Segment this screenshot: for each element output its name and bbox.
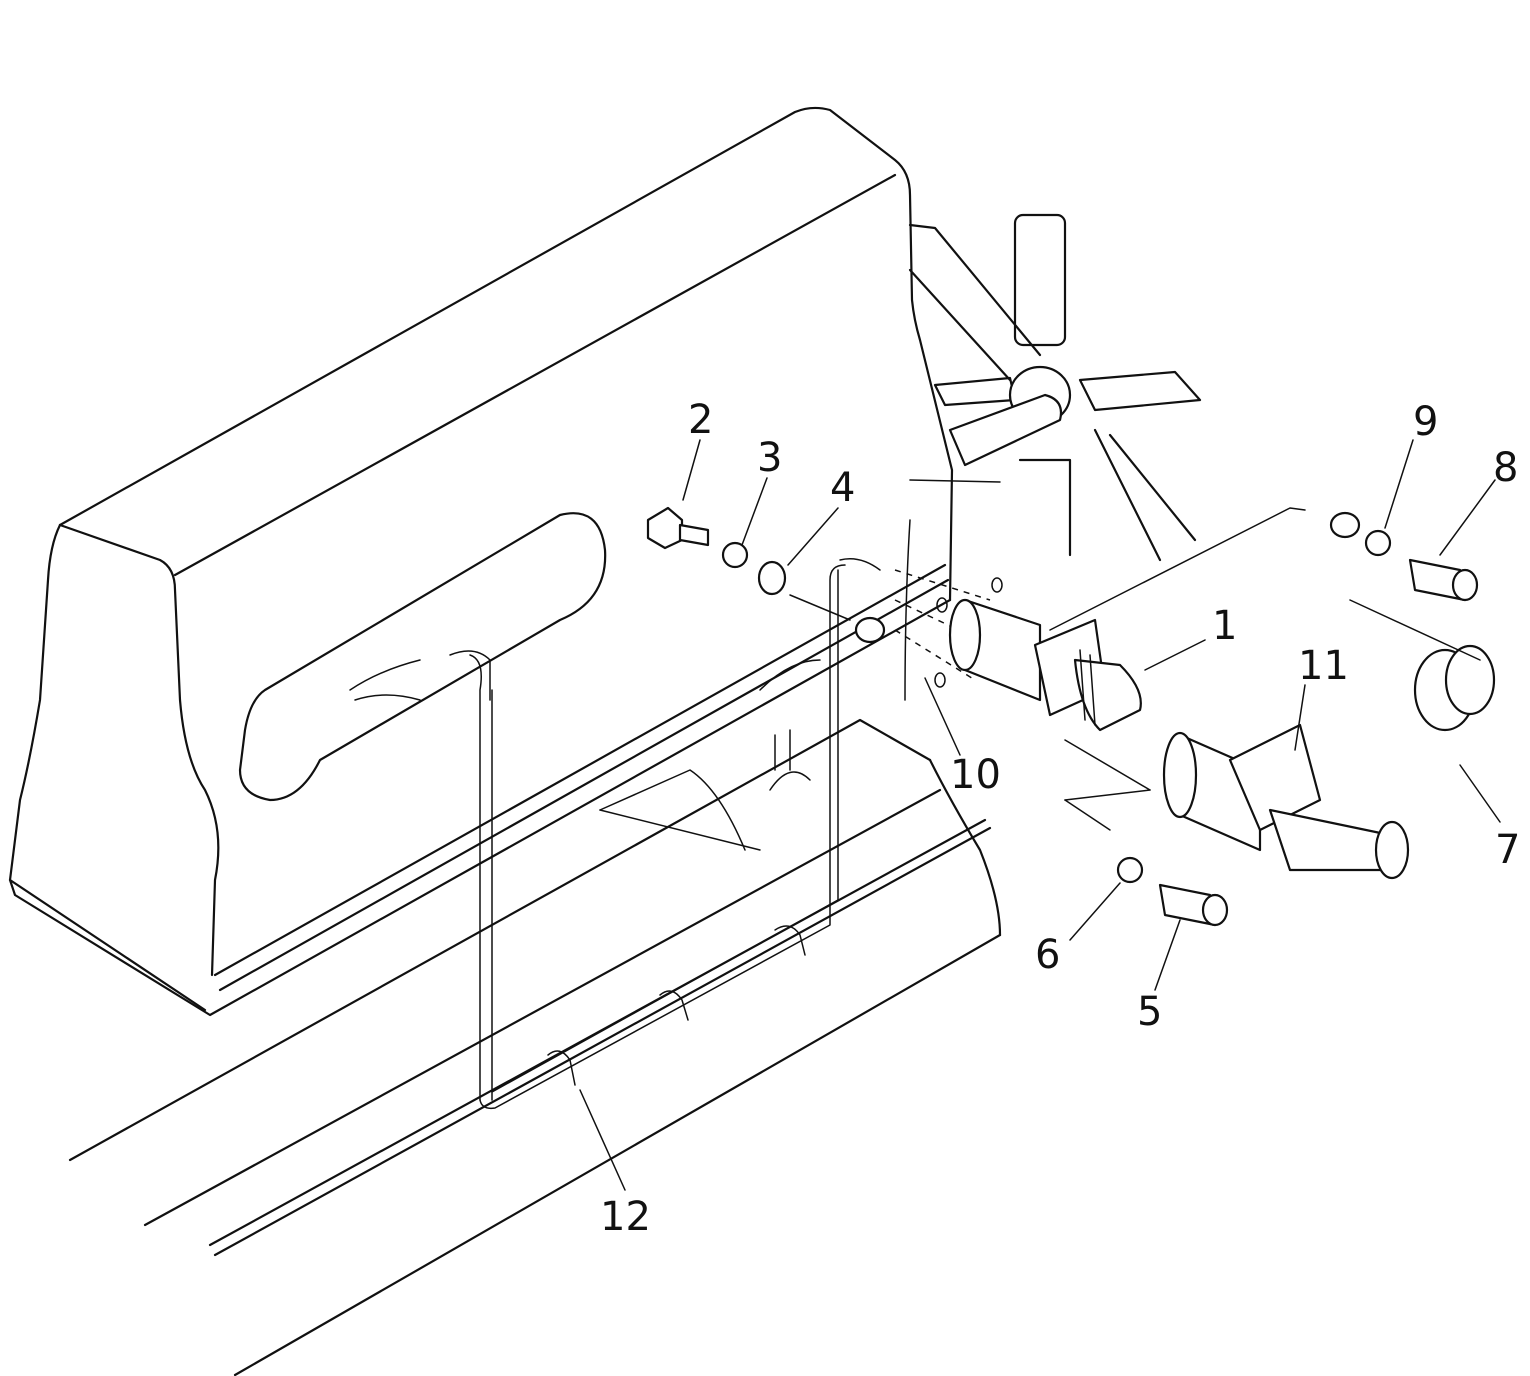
terminal-ring xyxy=(1329,511,1361,539)
part-4-washer xyxy=(757,560,787,596)
part-1-connector xyxy=(948,598,1142,732)
leader-lines xyxy=(579,439,1501,1191)
wire-harness xyxy=(349,479,1001,1110)
callout-12: 12 xyxy=(600,1194,651,1240)
callout-4: 4 xyxy=(830,465,856,511)
base-frame xyxy=(68,718,1002,1376)
engine-block xyxy=(8,106,954,1017)
callout-8: 8 xyxy=(1493,445,1519,491)
part-3-lockwasher xyxy=(721,541,749,569)
part-11-plug xyxy=(1162,723,1410,880)
part-9-lockwasher xyxy=(1364,529,1392,557)
part-7-cap xyxy=(1413,644,1496,732)
callout-10: 10 xyxy=(950,752,1001,798)
part-6-lockwasher xyxy=(1116,856,1144,884)
callout-5: 5 xyxy=(1137,989,1163,1035)
callout-2: 2 xyxy=(688,397,714,443)
radiator-fan xyxy=(908,213,1202,562)
callout-11: 11 xyxy=(1298,643,1349,689)
callout-9: 9 xyxy=(1413,399,1439,445)
callout-7: 7 xyxy=(1495,827,1521,873)
hardware xyxy=(646,506,1479,927)
ground-ring xyxy=(854,616,886,644)
callout-1: 1 xyxy=(1212,603,1238,649)
part-2-bolt xyxy=(646,506,684,550)
callout-3: 3 xyxy=(757,435,783,481)
callout-6: 6 xyxy=(1035,932,1061,978)
